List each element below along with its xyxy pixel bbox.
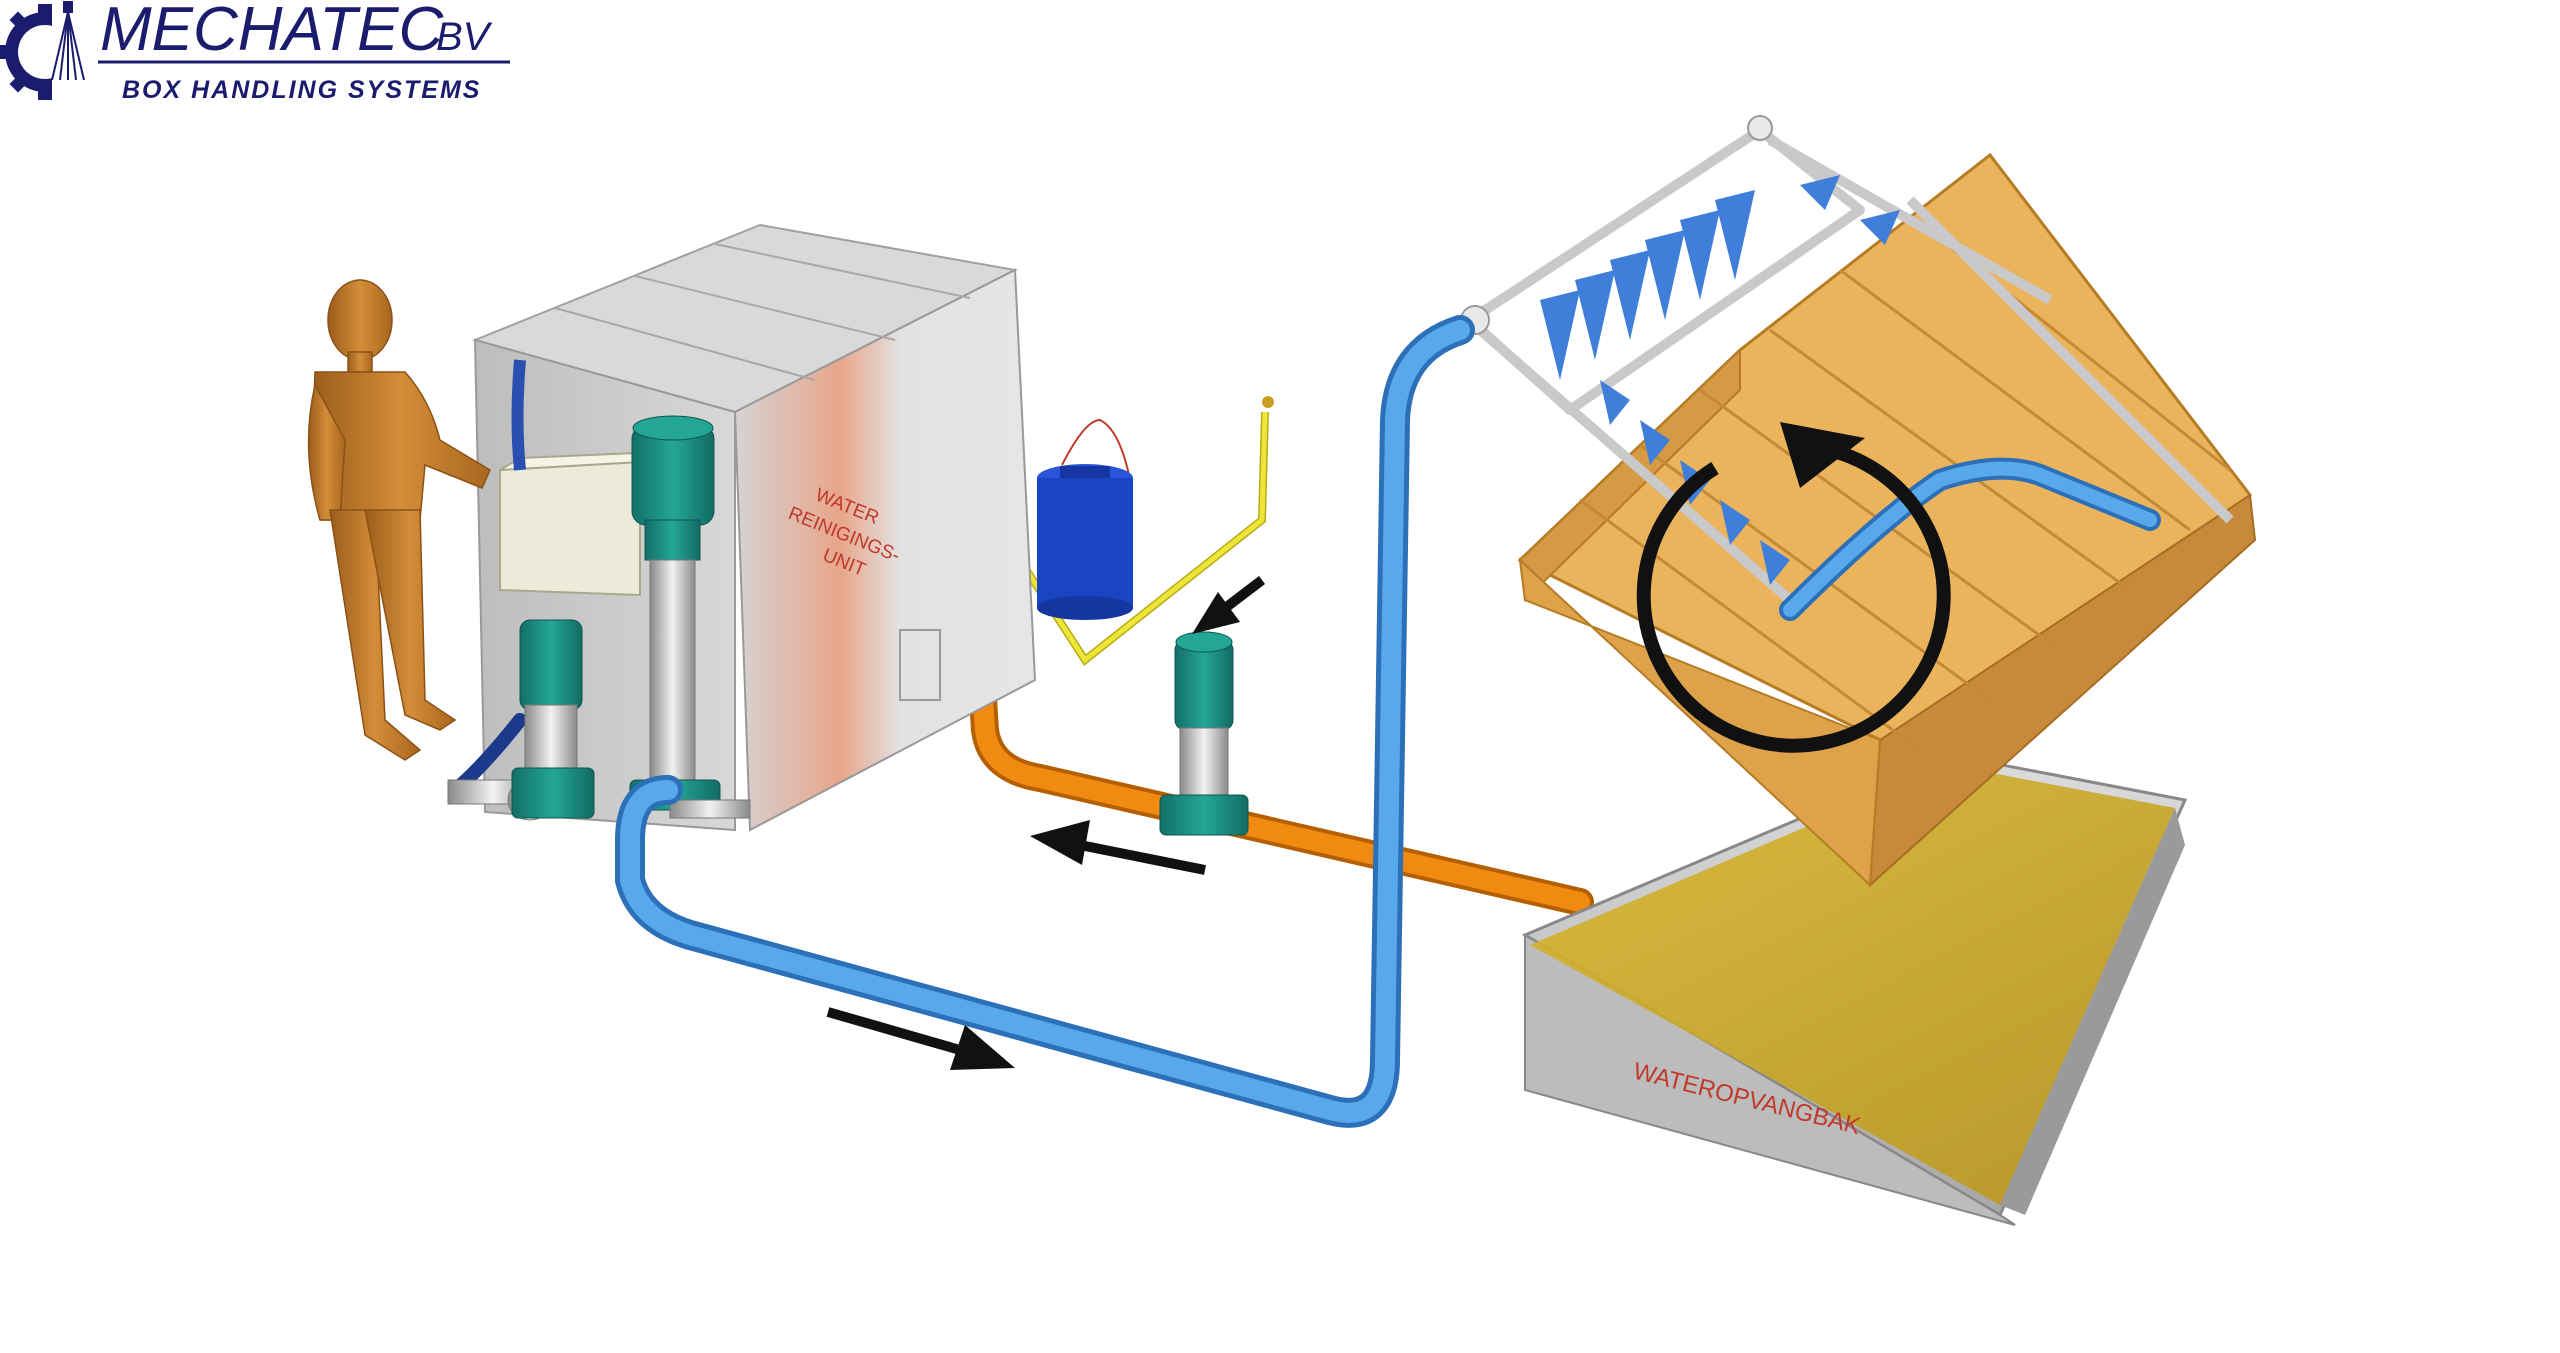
spray-icon [51,1,85,81]
flow-arrow-feed [826,1007,1015,1070]
flow-arrow-return [1030,820,1206,875]
rotation-arrow-icon [1636,422,1951,753]
small-pump [447,619,595,821]
water-collection-tray: WATEROPVANGBAK [1521,753,2188,1226]
logo-tagline: BOX HANDLING SYSTEMS [122,76,481,104]
logo-name: MECHATEC [100,0,445,64]
company-logo: MECHATEC BV BOX HANDLING SYSTEMS [0,0,510,104]
chemical-tank [1037,418,1133,620]
large-pump [629,415,751,819]
flow-arrow-icon [826,576,1266,1070]
gear-icon [0,0,97,104]
logo-suffix: BV [436,15,493,59]
middle-pump [1159,631,1249,836]
operator-figure [307,279,491,761]
blue-feed-pipe [615,315,2161,1128]
flow-arrow-to-pump [1192,576,1266,634]
